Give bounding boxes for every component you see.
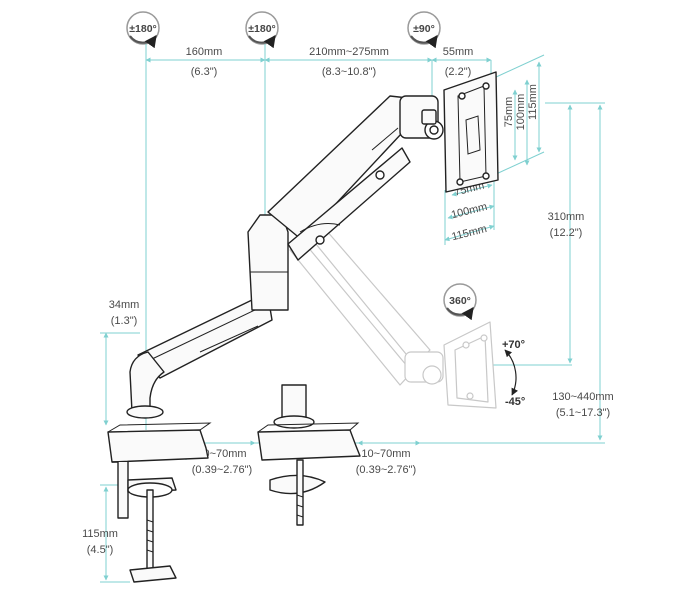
dim-55-mm: 55mm: [443, 46, 474, 58]
vesa-h-100: 100mm: [450, 201, 489, 222]
dim-34-mm: 34mm: [109, 299, 140, 311]
dim-clamp1-mm: 10~70mm: [197, 448, 246, 460]
tilt-up-label: +70°: [502, 339, 525, 351]
vesa-v-115: 115mm: [527, 84, 539, 120]
rotation-badge-elbow: ±180°: [245, 11, 279, 49]
left-dimension-lines: [100, 332, 140, 583]
dim-130-440-inch: (5.1~17.3"): [556, 407, 610, 419]
dim-115-inch: (4.5"): [87, 544, 114, 556]
vesa-horizontal-lines: [444, 175, 495, 245]
vesa-plate: [443, 71, 499, 193]
rotation-label-base: ±180°: [129, 23, 156, 35]
dim-210-275-mm: 210mm~275mm: [309, 46, 389, 58]
vesa-vertical-lines: [493, 54, 545, 176]
dim-310-inch: (12.2"): [550, 227, 583, 239]
dim-310-mm: 310mm: [548, 211, 585, 223]
rotation-label-swivel: 360°: [449, 295, 471, 307]
dim-clamp2-mm: 10~70mm: [361, 448, 410, 460]
rotation-label-elbow: ±180°: [248, 23, 275, 35]
dim-210-275-inch: (8.3~10.8"): [322, 66, 376, 78]
vesa-v-75: 75mm: [503, 97, 515, 128]
dim-160-inch: (6.3"): [191, 66, 218, 78]
rotation-label-head: ±90°: [413, 23, 435, 35]
dim-55-inch: (2.2"): [445, 66, 472, 78]
tilt-indicator: +70° -45°: [502, 339, 525, 408]
clamp-left: [107, 405, 212, 583]
dim-115-mm: 115mm: [82, 528, 118, 540]
dim-130-440-mm: 130~440mm: [552, 391, 613, 403]
clamp-right: [257, 384, 361, 526]
vesa-h-115: 115mm: [450, 223, 488, 243]
tilt-head: [399, 95, 444, 140]
lower-arm: [129, 295, 273, 413]
dim-34-inch: (1.3"): [111, 315, 138, 327]
dim-clamp2-inch: (0.39~2.76"): [356, 464, 416, 476]
tilt-down-label: -45°: [505, 396, 525, 408]
swivel-360-badge: 360°: [443, 283, 477, 321]
dim-clamp1-inch: (0.39~2.76"): [192, 464, 252, 476]
vesa-v-100: 100mm: [515, 94, 527, 131]
rotation-badge-base: ±180°: [126, 11, 160, 49]
dim-160-mm: 160mm: [186, 46, 223, 58]
rotation-badge-head: ±90°: [407, 11, 441, 49]
